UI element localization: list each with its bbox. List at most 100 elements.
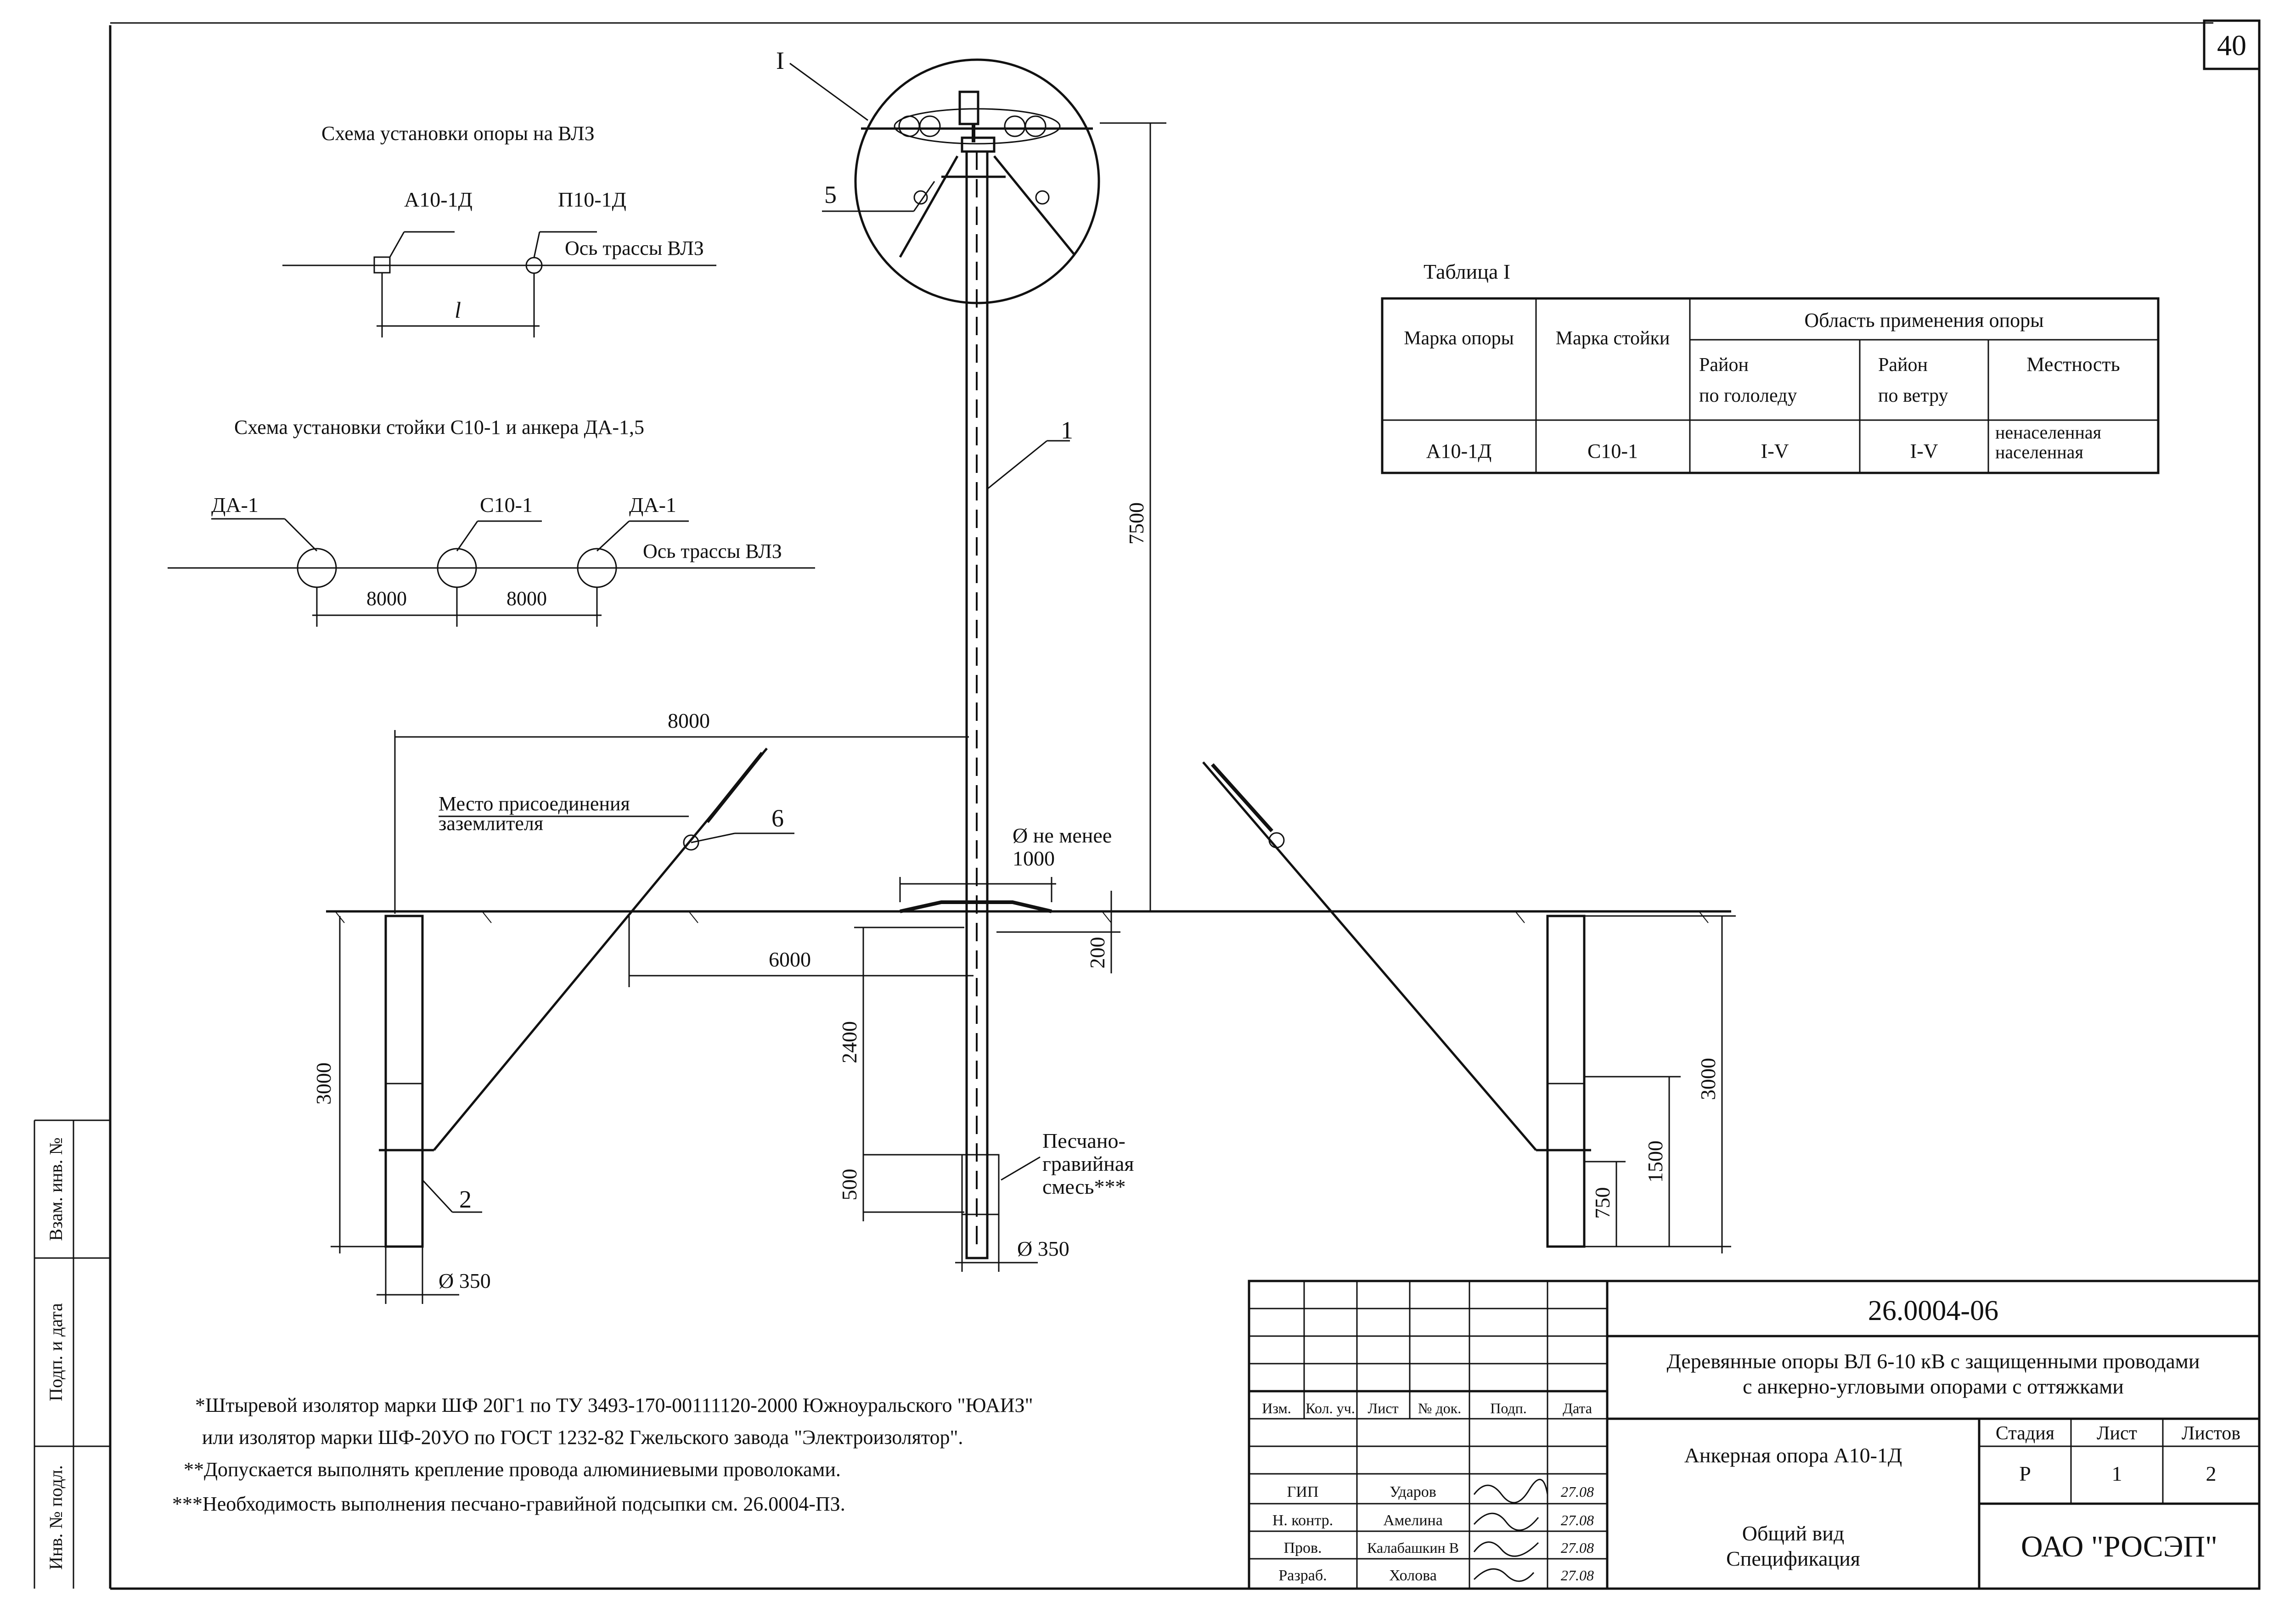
date-razrab: 27.08 xyxy=(1561,1567,1594,1584)
note-1b: или изолятор марки ШФ-20УО по ГОСТ 1232-… xyxy=(202,1426,963,1449)
route-axis-label-2: Ось трассы ВЛЗ xyxy=(643,540,782,562)
th-podp: Подп. xyxy=(1490,1400,1527,1416)
role-nkontr: Н. контр. xyxy=(1272,1512,1333,1529)
stamp-orig-inv: Инв. № подл. xyxy=(45,1465,66,1570)
date-gip: 27.08 xyxy=(1561,1483,1594,1500)
td-wind-district: I-V xyxy=(1910,440,1938,462)
th-terrain: Местность xyxy=(2026,353,2120,376)
dim-7500: 7500 xyxy=(1125,502,1148,545)
pole-general-view: I 5 1 7500 xyxy=(312,47,1736,1304)
name-gip: Ударов xyxy=(1390,1483,1436,1500)
th-wind-district-2: по ветру xyxy=(1878,385,1948,406)
stage-value: Р xyxy=(2019,1462,2031,1485)
th-ice-district-2: по гололеду xyxy=(1699,385,1797,406)
diameter-note-1: Ø не менее xyxy=(1013,824,1112,847)
stamp-sign-date: Подп. и дата xyxy=(45,1303,66,1401)
dim-500: 500 xyxy=(838,1169,861,1201)
anchor-right-label: ДА-1 xyxy=(629,493,676,517)
note-2: **Допускается выполнять крепление провод… xyxy=(184,1458,841,1481)
stand-label: С10-1 xyxy=(480,493,533,517)
name-razrab: Холова xyxy=(1389,1567,1437,1584)
sheets-label: Листов xyxy=(2182,1423,2240,1444)
notes: *Штыревой изолятор марки ШФ 20Г1 по ТУ 3… xyxy=(172,1394,1033,1515)
title-block: Изм. Кол. уч. Лист № док. Подп. Дата ГИП… xyxy=(1248,1280,2261,1590)
dist-left-label: 8000 xyxy=(366,587,407,610)
ground-connection-label-1: Место присоединения xyxy=(439,792,630,815)
span-label: l xyxy=(455,297,461,323)
role-razrab: Разраб. xyxy=(1278,1567,1327,1584)
dim-6000: 6000 xyxy=(769,948,811,971)
th-ice-district: Район xyxy=(1699,354,1749,376)
role-prov: Пров. xyxy=(1283,1539,1322,1556)
dim-8000: 8000 xyxy=(668,709,710,732)
anchor-left-label: ДА-1 xyxy=(211,493,259,517)
anchor-left-symbol xyxy=(297,548,337,588)
route-axis-label: Ось трассы ВЛЗ xyxy=(565,237,704,259)
ground-hatch xyxy=(335,911,1709,923)
note-3: ***Необходимость выполнения песчано-грав… xyxy=(172,1493,845,1515)
stand-symbol xyxy=(437,548,477,588)
sheet-title: Анкерная опора А10-1Д xyxy=(1684,1444,1902,1467)
callout-2: 2 xyxy=(459,1185,472,1213)
td-terrain-1: ненаселенная xyxy=(1995,422,2101,443)
sheets-value: 2 xyxy=(2206,1462,2217,1485)
callout-I: I xyxy=(776,47,784,74)
signature-gip xyxy=(1473,1479,1548,1504)
dim-3000-left: 3000 xyxy=(312,1062,335,1105)
table-1: Таблица I Марка опоры Марка стойки Облас… xyxy=(1381,260,2160,474)
stamp-replaced-inv: Взам. инв. № xyxy=(45,1137,66,1241)
organization: ОАО "РОСЭП" xyxy=(2021,1530,2217,1563)
td-pole-mark: А10-1Д xyxy=(1426,440,1491,462)
side-stamps: Взам. инв. № Подп. и дата Инв. № подл. xyxy=(34,1119,110,1589)
name-nkontr: Амелина xyxy=(1383,1512,1443,1529)
th-kol: Кол. уч. xyxy=(1306,1400,1355,1416)
anchor-pole-label: А10-1Д xyxy=(404,188,473,211)
th-izm: Изм. xyxy=(1262,1400,1291,1416)
callout-1: 1 xyxy=(1061,416,1073,444)
th-application-area: Область применения опоры xyxy=(1804,309,2043,331)
intermediate-pole-label: П10-1Д xyxy=(558,188,626,211)
doc-code: 26.0004-06 xyxy=(1868,1295,1998,1326)
sand-gravel-bed xyxy=(961,1154,1000,1215)
doc-title-1: Деревянные опоры ВЛ 6-10 кВ с защищенным… xyxy=(1666,1349,2200,1373)
dim-750: 750 xyxy=(1591,1187,1614,1219)
signature-prov xyxy=(1473,1541,1539,1557)
scheme-stand-title: Схема установки стойки С10-1 и анкера ДА… xyxy=(234,416,644,438)
date-prov: 27.08 xyxy=(1561,1539,1594,1556)
dim-3000-right: 3000 xyxy=(1696,1058,1720,1100)
content-1: Общий вид xyxy=(1742,1522,1845,1545)
th-ndok: № док. xyxy=(1418,1400,1461,1416)
td-terrain-2: населенная xyxy=(1995,442,2083,462)
scheme-route-title: Схема установки опоры на ВЛЗ xyxy=(321,122,595,145)
anchor-stub-right xyxy=(1546,915,1586,1248)
note-1a: *Штыревой изолятор марки ШФ 20Г1 по ТУ 3… xyxy=(195,1394,1033,1416)
dia-350-left: Ø 350 xyxy=(439,1269,491,1292)
anchor-right-symbol xyxy=(577,548,617,588)
td-stand-mark: С10-1 xyxy=(1587,440,1638,462)
anchor-stub-left xyxy=(384,915,424,1248)
ground-connection-label-2: заземлителя xyxy=(439,812,543,835)
dist-right-label: 8000 xyxy=(506,587,547,610)
dim-200: 200 xyxy=(1086,937,1109,969)
insulator-assembly xyxy=(861,90,1093,258)
dim-1500: 1500 xyxy=(1643,1140,1667,1183)
sand-label-1: Песчано- xyxy=(1042,1129,1125,1152)
dim-2400: 2400 xyxy=(838,1021,861,1063)
stage-label: Стадия xyxy=(1996,1423,2054,1444)
signature-razrab xyxy=(1473,1568,1535,1582)
sheet-number: 40 xyxy=(2217,29,2246,62)
th-stand-mark: Марка стойки xyxy=(1556,328,1670,349)
sand-label-2: гравийная xyxy=(1042,1152,1134,1175)
th-wind-district: Район xyxy=(1878,354,1928,376)
th-pole-mark: Марка опоры xyxy=(1404,328,1514,349)
signature-nkontr xyxy=(1473,1512,1539,1531)
name-prov: Калабашкин В xyxy=(1367,1539,1459,1556)
callout-6: 6 xyxy=(771,804,784,832)
date-nkontr: 27.08 xyxy=(1561,1512,1594,1528)
th-data: Дата xyxy=(1563,1400,1592,1416)
table-title: Таблица I xyxy=(1424,260,1510,283)
sheet-label: Лист xyxy=(2097,1423,2137,1444)
guy-wire-right xyxy=(1202,761,1537,1151)
th-list: Лист xyxy=(1367,1400,1398,1416)
